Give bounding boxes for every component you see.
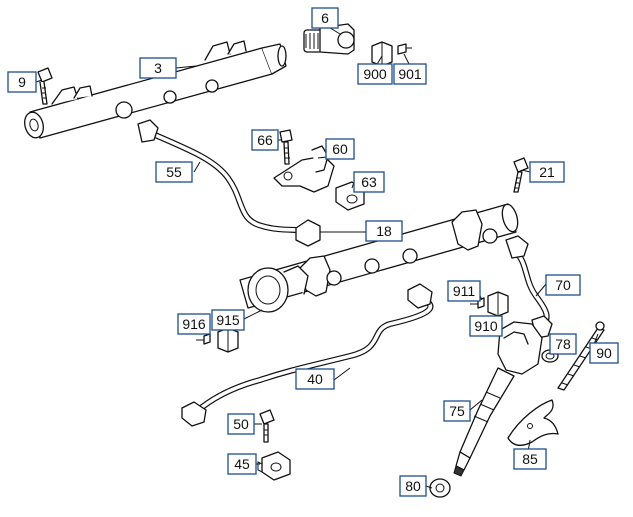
- bolt-21[interactable]: [513, 157, 529, 193]
- svg-text:66: 66: [257, 132, 273, 148]
- svg-text:85: 85: [522, 451, 538, 467]
- svg-text:55: 55: [166, 164, 182, 180]
- sensor-clip[interactable]: [397, 43, 412, 55]
- connector-910[interactable]: [487, 291, 509, 317]
- svg-text:90: 90: [596, 345, 612, 361]
- fuel-line-40[interactable]: [181, 283, 434, 427]
- svg-text:75: 75: [449, 403, 465, 419]
- callout-9[interactable]: 9: [7, 71, 37, 93]
- callout-90[interactable]: 90: [589, 342, 619, 364]
- svg-text:910: 910: [474, 318, 498, 334]
- bolt-9[interactable]: [37, 67, 53, 105]
- callout-6[interactable]: 6: [311, 7, 339, 29]
- washer-80[interactable]: [429, 478, 451, 498]
- callout-60[interactable]: 60: [325, 138, 355, 160]
- callout-85[interactable]: 85: [513, 448, 547, 470]
- svg-text:80: 80: [405, 478, 421, 494]
- callout-916[interactable]: 916: [177, 313, 211, 335]
- svg-text:3: 3: [154, 60, 162, 76]
- callout-40[interactable]: 40: [295, 368, 335, 390]
- callout-910[interactable]: 910: [469, 315, 503, 337]
- connector-915[interactable]: [217, 327, 239, 353]
- svg-text:18: 18: [376, 223, 392, 239]
- callout-75[interactable]: 75: [443, 400, 471, 422]
- callout-55[interactable]: 55: [155, 161, 193, 183]
- clip-916[interactable]: [196, 333, 211, 345]
- pressure-sensor[interactable]: [303, 23, 355, 55]
- svg-text:70: 70: [555, 277, 571, 293]
- callout-900[interactable]: 900: [357, 63, 393, 85]
- bracket-60[interactable]: [273, 145, 335, 193]
- grommet-45[interactable]: [257, 451, 291, 481]
- bolt-66[interactable]: [279, 129, 293, 165]
- callout-3[interactable]: 3: [139, 57, 177, 79]
- svg-text:50: 50: [233, 416, 249, 432]
- svg-text:901: 901: [398, 66, 422, 82]
- bolt-50[interactable]: [259, 409, 275, 443]
- injector-75[interactable]: [453, 321, 543, 477]
- callout-50[interactable]: 50: [227, 413, 255, 435]
- svg-text:78: 78: [555, 336, 571, 352]
- svg-text:911: 911: [453, 283, 476, 299]
- svg-text:21: 21: [539, 164, 555, 180]
- callout-911[interactable]: 911: [447, 280, 481, 302]
- svg-text:60: 60: [332, 141, 348, 157]
- callout-45[interactable]: 45: [227, 453, 257, 475]
- callout-21[interactable]: 21: [529, 161, 565, 183]
- svg-text:9: 9: [18, 74, 26, 90]
- callout-80[interactable]: 80: [399, 475, 427, 497]
- callout-66[interactable]: 66: [251, 129, 279, 151]
- svg-text:916: 916: [182, 316, 206, 332]
- callout-78[interactable]: 78: [549, 333, 577, 355]
- svg-text:40: 40: [307, 371, 323, 387]
- callout-63[interactable]: 63: [353, 171, 385, 193]
- callout-915[interactable]: 915: [211, 309, 245, 331]
- lower-fuel-rail[interactable]: [239, 203, 520, 313]
- injector-clamp-85[interactable]: [507, 399, 559, 446]
- svg-text:6: 6: [321, 10, 329, 26]
- callout-901[interactable]: 901: [393, 63, 427, 85]
- svg-text:63: 63: [361, 174, 377, 190]
- svg-text:915: 915: [216, 312, 240, 328]
- svg-text:45: 45: [234, 456, 250, 472]
- sensor-connector[interactable]: [371, 41, 393, 67]
- fuel-line-55[interactable]: [137, 119, 321, 247]
- callout-18[interactable]: 18: [365, 220, 403, 242]
- svg-text:900: 900: [363, 66, 387, 82]
- callout-70[interactable]: 70: [545, 274, 581, 296]
